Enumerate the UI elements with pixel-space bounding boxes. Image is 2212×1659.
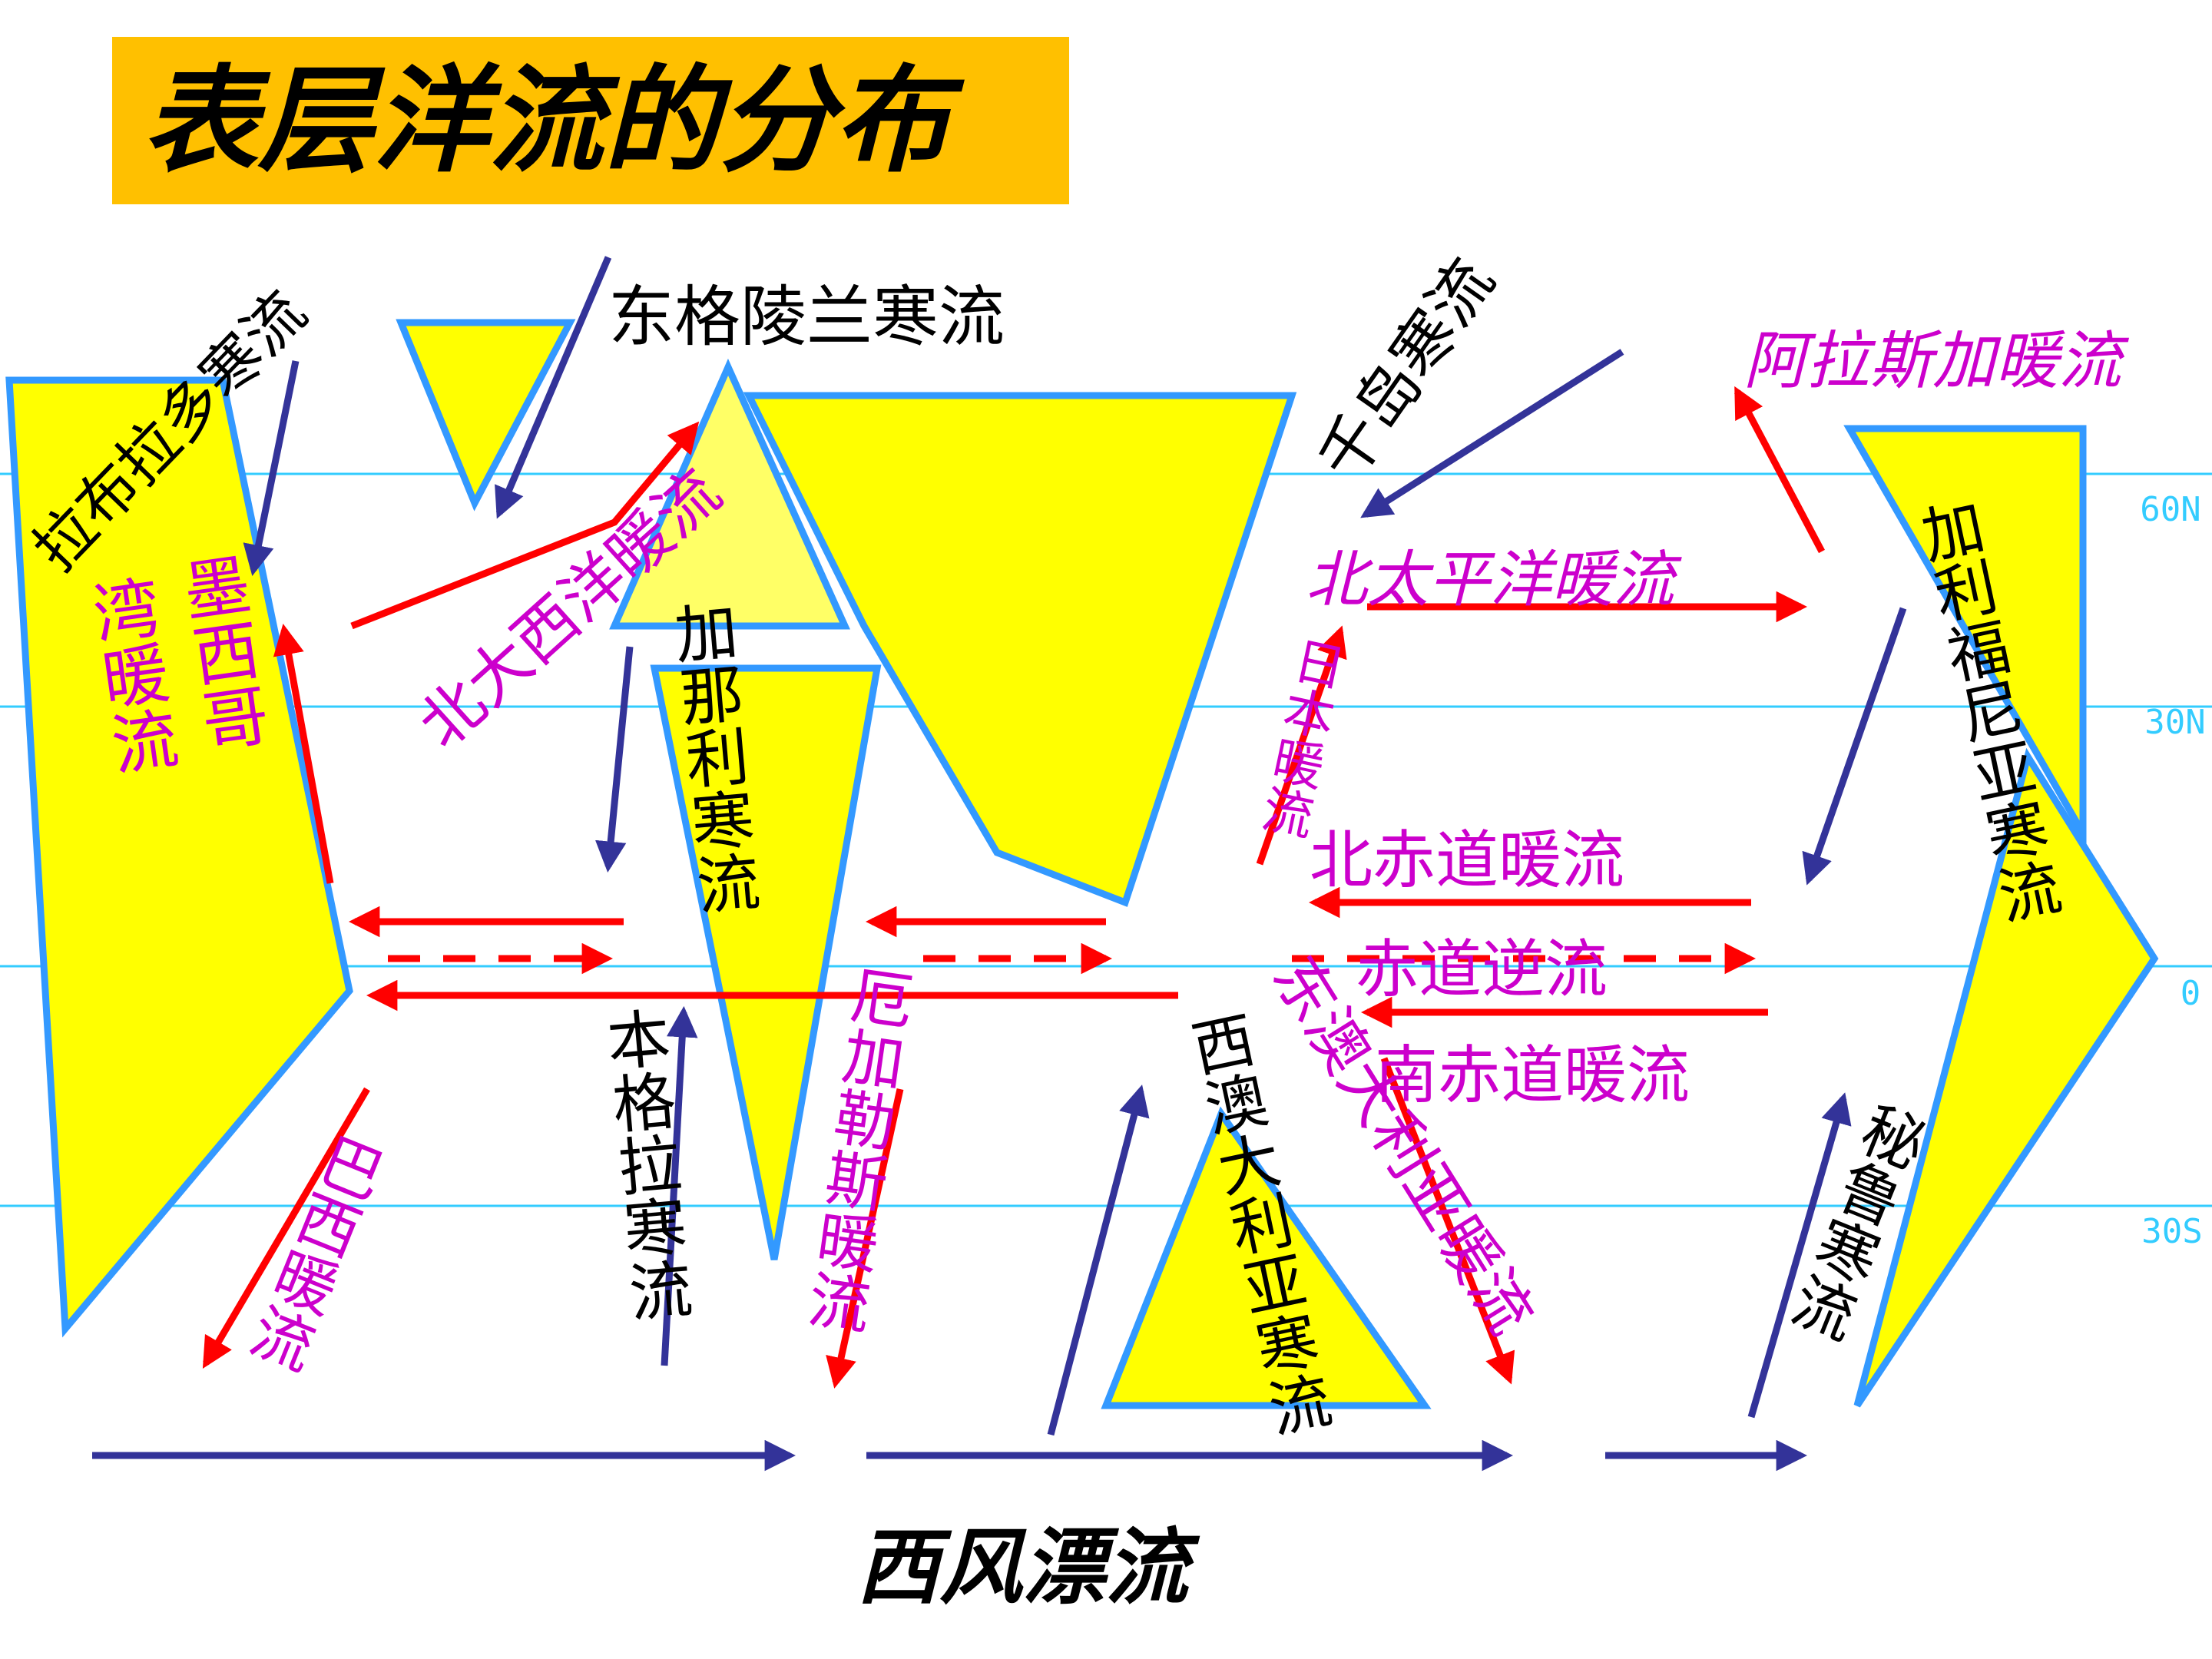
label-canary: 加那利寒流 <box>661 598 761 918</box>
lat-label-30s: 30S <box>2141 1212 2202 1251</box>
land-masses <box>5 319 2159 1409</box>
canary-current-arrow <box>595 646 634 873</box>
california-current-arrow <box>1802 607 1907 886</box>
page-title: 表层洋流的分布 <box>143 55 950 188</box>
east-australian-arrow <box>1380 1057 1515 1385</box>
cold-currents <box>92 256 1907 1472</box>
land-africa <box>650 664 882 1260</box>
land-greenland <box>396 319 576 512</box>
labrador-current-arrow <box>243 360 300 576</box>
benguela-current-arrow <box>661 1005 698 1366</box>
west-australian-arrow <box>1047 1084 1150 1436</box>
label-east-greenland: 东格陵兰寒流 <box>608 279 1005 356</box>
lat-label-0: 0 <box>2181 974 2201 1013</box>
oyashio-arrow <box>1360 349 1624 518</box>
land-australia <box>1101 1106 1432 1409</box>
brazil-current-arrow <box>202 1087 370 1369</box>
north-atlantic-drift-arrow <box>350 421 700 630</box>
peru-current-arrow <box>1747 1092 1852 1419</box>
label-kuroshio: 日本暖流 <box>1250 631 1349 842</box>
land-iceland <box>609 358 850 630</box>
label-west-wind-drift: 西风漂流 <box>856 1520 1200 1616</box>
lat-label-30n: 30N <box>2144 703 2205 742</box>
land-east-pacific-south <box>1853 747 2159 1408</box>
label-north-equatorial: 北赤道暖流 <box>1310 824 1624 897</box>
latitude-labels: 60N 30N 0 30S <box>2140 490 2205 1251</box>
label-north-pacific: 北太平洋暖流 <box>1306 544 1682 615</box>
kuroshio-arrow <box>1256 625 1347 866</box>
label-brazil: 巴西暖流 <box>234 1124 392 1379</box>
lat-label-60n: 60N <box>2140 490 2200 529</box>
land-north-america <box>5 376 353 1338</box>
label-south-equatorial: 南赤道暖流 <box>1375 1039 1690 1112</box>
warm-currents <box>202 386 1825 1389</box>
gulf-stream-arrow <box>273 624 334 884</box>
agulhas-current-arrow <box>826 1088 904 1389</box>
title-banner: 表层洋流的分布 <box>112 37 1069 204</box>
alaska-current-arrow <box>1734 386 1825 554</box>
label-alaska: 阿拉斯加暖流 <box>1743 325 2130 398</box>
land-eurasia <box>743 392 1297 907</box>
east-greenland-arrow <box>495 256 612 519</box>
label-counter: 赤道逆流 <box>1356 933 1608 1006</box>
label-oyashio: 千岛寒流 <box>1305 246 1509 494</box>
land-east-pacific-north <box>1843 425 2087 846</box>
